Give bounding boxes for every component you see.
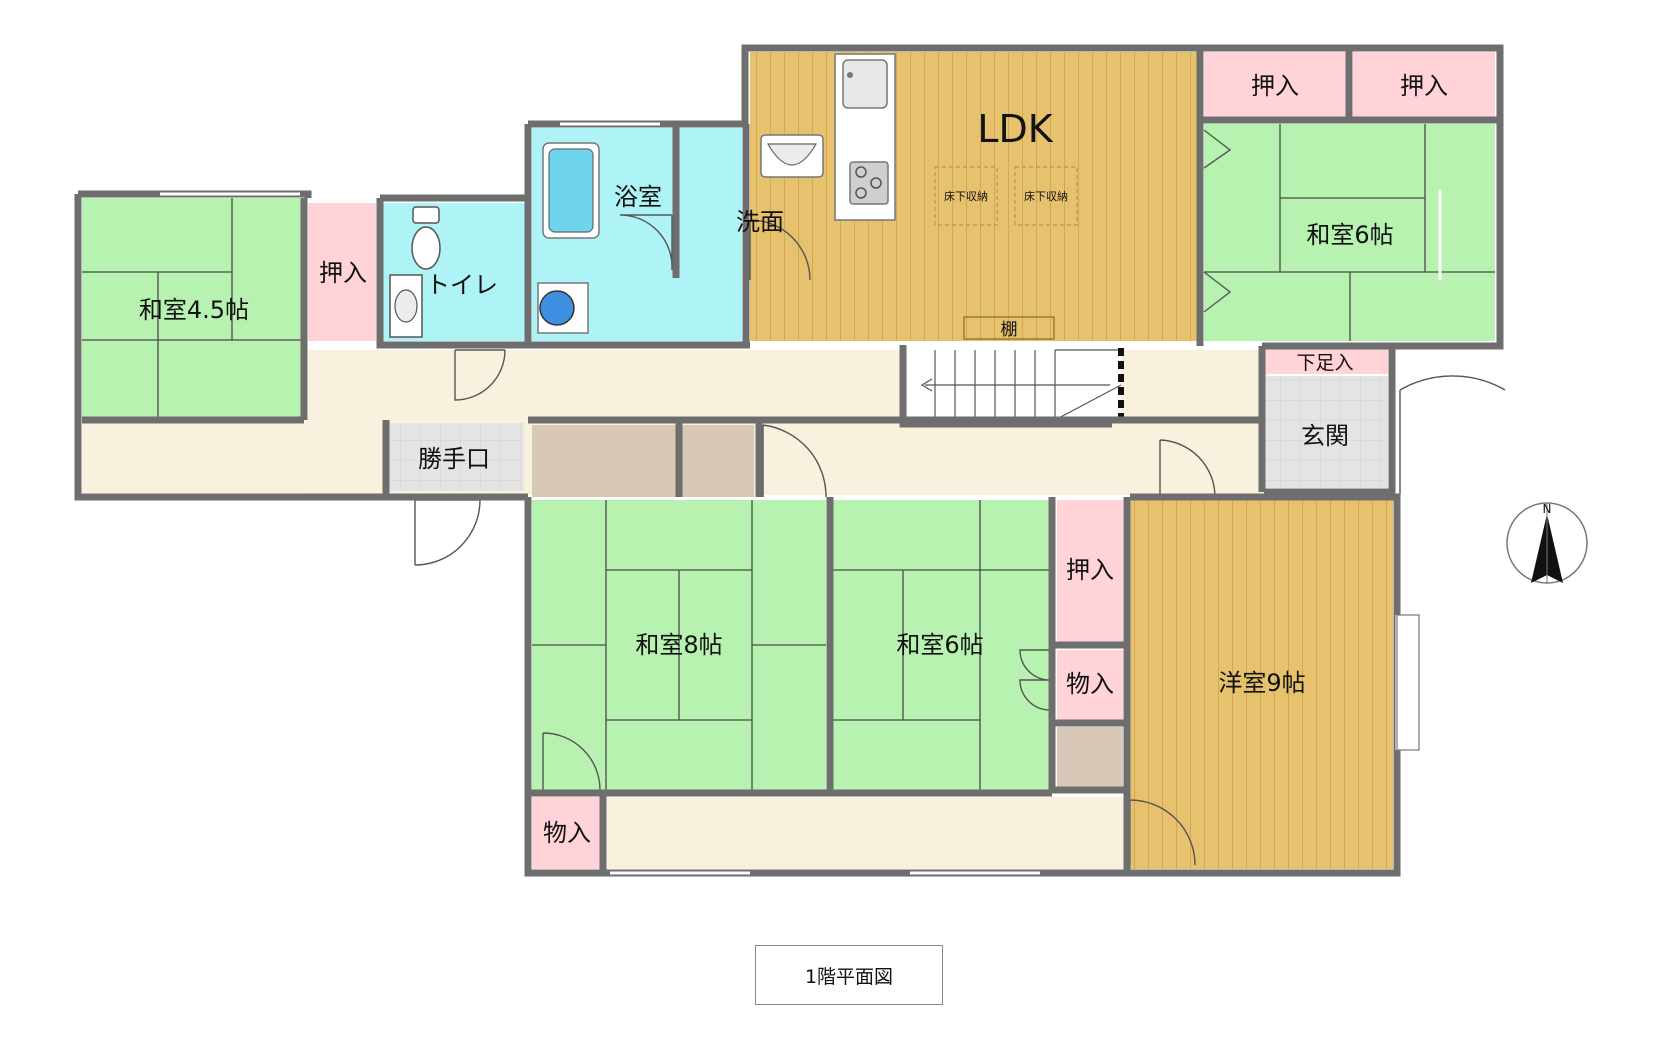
label-compass: N — [1543, 502, 1552, 516]
room-mono-sw — [532, 797, 600, 869]
label-ldk-storage-2: 床下収納 — [1024, 189, 1068, 203]
room-youshitsu-9 — [1130, 500, 1393, 869]
bathtub-icon — [542, 142, 600, 239]
label-ldk-shelf: 棚 — [1001, 320, 1018, 340]
label-washroom: 洗面 — [736, 208, 784, 236]
washing-machine-icon — [537, 282, 589, 334]
room-shoe-box — [1262, 348, 1388, 374]
room-washitsu-6-s — [833, 500, 1050, 790]
label-toilet: トイレ — [426, 271, 498, 299]
corridor-south — [605, 797, 1125, 869]
label-washitsu-6-ne: 和室6帖 — [1306, 221, 1393, 249]
label-oshiire-mid: 押入 — [1066, 556, 1114, 584]
windows — [160, 122, 1442, 875]
kitchen-sink-icon — [842, 59, 888, 109]
room-mono-mid — [1057, 650, 1123, 720]
room-oshiire-west — [308, 203, 376, 341]
toilet-icon — [411, 206, 441, 270]
room-oshiire-ne-2 — [1353, 52, 1495, 117]
storage-brown-1 — [532, 425, 676, 497]
label-washitsu-4-5: 和室4.5帖 — [139, 296, 249, 324]
label-katteguchi: 勝手口 — [418, 445, 490, 473]
floor-title-box: 1階平面図 — [755, 945, 943, 1005]
label-bath: 浴室 — [614, 183, 662, 211]
storage-brown-2 — [682, 425, 754, 497]
room-oshiire-ne-1 — [1204, 52, 1346, 117]
room-katteguchi — [386, 423, 524, 491]
label-washitsu-6-s: 和室6帖 — [896, 631, 983, 659]
label-oshiire-ne-2: 押入 — [1400, 72, 1448, 100]
label-mono-sw: 物入 — [543, 819, 591, 847]
room-oshiire-mid — [1057, 500, 1123, 642]
room-genkan — [1262, 376, 1388, 488]
label-ldk-storage-1: 床下収納 — [944, 189, 988, 203]
label-mono-mid: 物入 — [1066, 670, 1114, 698]
label-genkan: 玄関 — [1301, 422, 1349, 450]
washbasin-icon — [760, 134, 824, 178]
label-youshitsu-9: 洋室9帖 — [1218, 669, 1305, 697]
storage-brown-3 — [1057, 727, 1123, 791]
ldk-shelf — [963, 316, 1055, 340]
room-ldk — [750, 52, 1198, 341]
underfloor-storage-1 — [934, 166, 998, 226]
stove-icon — [849, 161, 889, 205]
label-washitsu-8: 和室8帖 — [635, 631, 722, 659]
walls — [74, 44, 1504, 877]
stairs — [907, 348, 1124, 422]
room-washitsu-4-5 — [82, 198, 304, 418]
hand-basin-icon — [389, 274, 423, 338]
underfloor-storage-2 — [1014, 166, 1078, 226]
label-ldk: LDK — [977, 107, 1053, 151]
label-oshiire-west: 押入 — [319, 259, 367, 287]
tatami-lines — [82, 124, 1495, 790]
label-shoe-box: 下足入 — [1296, 352, 1353, 374]
floor-title: 1階平面図 — [804, 965, 894, 988]
compass-icon — [1506, 502, 1588, 584]
label-oshiire-ne-1: 押入 — [1251, 72, 1299, 100]
